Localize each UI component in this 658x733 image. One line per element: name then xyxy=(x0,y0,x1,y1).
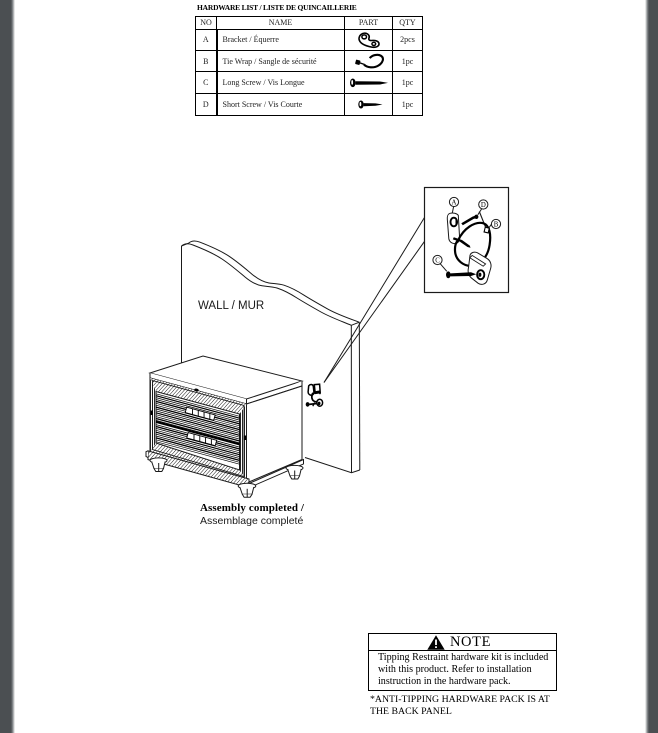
svg-text:A: A xyxy=(452,200,457,207)
svg-text:B: B xyxy=(494,222,499,229)
svg-text:C: C xyxy=(435,258,440,265)
svg-text:D: D xyxy=(481,202,486,209)
